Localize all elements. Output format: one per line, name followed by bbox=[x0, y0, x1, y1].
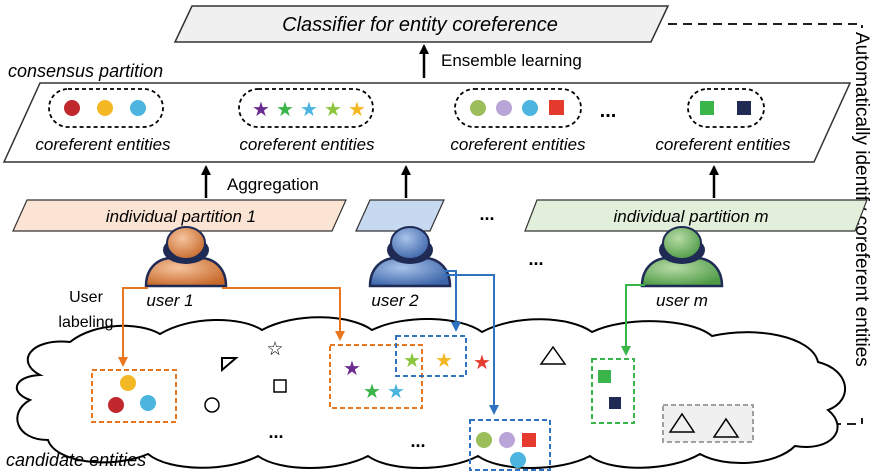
labeled-set-green bbox=[591, 358, 635, 424]
yellow-star-icon: ★ bbox=[435, 350, 453, 372]
cloud-ellipsis-1: ... bbox=[268, 422, 283, 442]
group-3-label: coreferent entities bbox=[450, 135, 586, 154]
cloud-ellipsis-2: ... bbox=[410, 431, 425, 451]
svg-text:individual partition 1: individual partition 1 bbox=[106, 207, 256, 226]
svg-text:individual partition m: individual partition m bbox=[614, 207, 769, 226]
candidate-cloud bbox=[15, 316, 846, 469]
user-2-label-arrow-a bbox=[444, 270, 461, 332]
consensus-ellipsis: ... bbox=[600, 100, 617, 122]
consensus-title: consensus partition bbox=[8, 61, 163, 81]
outline-triangle-icon bbox=[539, 345, 567, 365]
yellow-star-icon: ★ bbox=[348, 99, 366, 121]
green-square-icon bbox=[598, 370, 611, 383]
user-m-label: user m bbox=[656, 291, 708, 310]
yellow-circle-icon bbox=[97, 100, 113, 116]
labeled-set-orange-2: ★ ★ ★ bbox=[329, 344, 423, 409]
green-square-icon bbox=[700, 101, 714, 115]
red-circle-icon bbox=[64, 100, 80, 116]
red-star-icon: ★ bbox=[473, 352, 491, 374]
olive-circle-icon bbox=[470, 100, 486, 116]
cyan-circle-icon bbox=[140, 395, 156, 411]
consensus-group-3: coreferent entities bbox=[450, 88, 586, 154]
purple-star-icon: ★ bbox=[252, 99, 270, 121]
outline-triangle-icon bbox=[712, 417, 740, 438]
consensus-group-1: coreferent entities bbox=[35, 88, 171, 154]
group-2-label: coreferent entities bbox=[239, 135, 375, 154]
green-star-icon: ★ bbox=[363, 381, 381, 403]
square-outline-icon bbox=[273, 379, 287, 393]
consensus-group-2: ★ ★ ★ ★ ★ coreferent entities bbox=[238, 88, 375, 154]
red-circle-icon bbox=[108, 397, 124, 413]
user-1-label: user 1 bbox=[146, 291, 193, 310]
circle-outline-icon bbox=[204, 397, 220, 413]
consensus-group-4: coreferent entities bbox=[655, 88, 791, 154]
group-1-label: coreferent entities bbox=[35, 135, 171, 154]
labeled-set-gray bbox=[662, 404, 754, 443]
red-square-icon bbox=[522, 433, 536, 447]
group-4-label: coreferent entities bbox=[655, 135, 791, 154]
purple-star-icon: ★ bbox=[343, 358, 361, 380]
lavender-circle-icon bbox=[499, 432, 515, 448]
outline-triangle-icon bbox=[668, 412, 696, 433]
blue-star-icon: ★ bbox=[300, 99, 318, 121]
user-labeling-line1: User bbox=[69, 289, 103, 306]
user-labeling-line2: labeling bbox=[58, 314, 113, 331]
candidate-entities-label: candidate entities bbox=[6, 450, 146, 470]
cyan-circle-icon bbox=[130, 100, 146, 116]
red-square-icon bbox=[549, 100, 564, 115]
individual-partition-2 bbox=[355, 199, 445, 232]
side-label-bg bbox=[852, 28, 874, 418]
ensemble-label: Ensemble learning bbox=[441, 51, 582, 70]
user-m-icon bbox=[640, 226, 724, 288]
classifier-box: Classifier for entity coreference bbox=[173, 5, 670, 43]
individual-partition-m: individual partition m bbox=[524, 199, 868, 232]
labeled-set-blue-2 bbox=[469, 419, 551, 471]
yellow-circle-icon bbox=[120, 375, 136, 391]
individual-partition-1: individual partition 1 bbox=[12, 199, 347, 232]
labeled-set-orange-1 bbox=[91, 369, 177, 423]
user-1-label-arrow-b bbox=[222, 287, 345, 341]
blue-star-icon: ★ bbox=[387, 381, 405, 403]
side-label: Automatically identify coreferent entiti… bbox=[851, 32, 872, 367]
consensus-box bbox=[2, 82, 852, 163]
user-1-icon bbox=[144, 226, 228, 288]
navy-square-icon bbox=[737, 101, 751, 115]
user-m-label-arrow bbox=[621, 284, 645, 356]
user-2-label-arrow-b bbox=[444, 274, 499, 415]
user-2-label: user 2 bbox=[371, 291, 419, 310]
classifier-label: Classifier for entity coreference bbox=[282, 14, 558, 36]
triangle-icon bbox=[221, 357, 239, 373]
user-1-label-arrow-a bbox=[118, 287, 148, 367]
lime-star-icon: ★ bbox=[403, 350, 421, 372]
aggregation-label: Aggregation bbox=[227, 175, 319, 194]
lavender-circle-icon bbox=[496, 100, 512, 116]
user-2-icon bbox=[368, 226, 452, 288]
cyan-circle-icon bbox=[510, 452, 526, 468]
navy-square-icon bbox=[609, 397, 621, 409]
olive-circle-icon bbox=[476, 432, 492, 448]
outline-star-icon: ☆ bbox=[266, 339, 283, 360]
cyan-circle-icon bbox=[522, 100, 538, 116]
lime-star-icon: ★ bbox=[324, 99, 342, 121]
green-star-icon: ★ bbox=[276, 99, 294, 121]
users-ellipsis: ... bbox=[528, 249, 543, 269]
labeled-set-blue-1: ★ ★ bbox=[395, 335, 467, 377]
partition-ellipsis: ... bbox=[479, 204, 494, 224]
